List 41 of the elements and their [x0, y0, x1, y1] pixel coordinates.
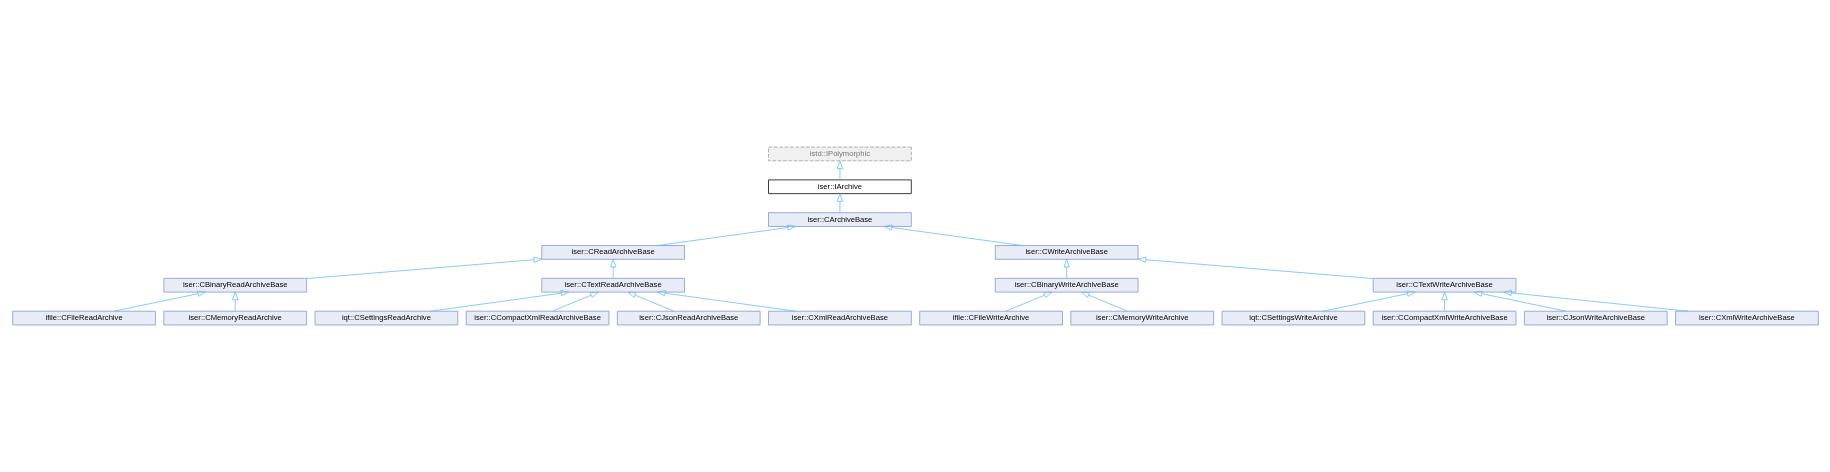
node-box: iser::CJsonReadArchiveBase — [616, 310, 760, 326]
arrow — [1137, 256, 1373, 279]
node-box: istd::IPolymorphic — [767, 146, 912, 162]
node-box: ifile::CFileWriteArchive — [918, 310, 1063, 326]
arrow — [1441, 291, 1448, 312]
node-box: iser::CCompactXmlReadArchiveBase — [465, 310, 609, 326]
node-box: iqt::CSettingsWriteArchive — [1221, 310, 1365, 326]
node-box: iser::CMemoryReadArchive — [162, 310, 307, 326]
node-box: iser::CWriteArchiveBase — [994, 245, 1138, 260]
node-box: ifile::CFileReadArchive — [11, 310, 156, 326]
arrow — [551, 291, 599, 312]
arrow — [429, 290, 569, 312]
arrow — [1502, 289, 1688, 312]
arrow — [1322, 290, 1415, 312]
node-box: iser::CBinaryReadArchiveBase — [162, 278, 307, 293]
arrow — [836, 193, 843, 213]
arrow — [1005, 291, 1052, 312]
node-box: iser::CMemoryWriteArchive — [1070, 310, 1214, 326]
arrow — [1080, 291, 1128, 312]
arrow — [656, 290, 796, 312]
node-box: iser::CJsonWriteArchiveBase — [1523, 310, 1668, 326]
node-box: iqt::CSettingsReadArchive — [314, 310, 458, 326]
arrow — [231, 291, 238, 312]
arrow — [836, 160, 843, 181]
node-box: iser::CTextWriteArchiveBase — [1372, 278, 1516, 293]
arrow — [656, 224, 796, 246]
node-box: iser::IArchive — [767, 179, 912, 194]
arrow — [883, 224, 1023, 246]
node-box: iser::CTextReadArchiveBase — [540, 278, 685, 293]
node-box: iser::CXmlReadArchiveBase — [767, 310, 912, 326]
node-box: iser::CBinaryWriteArchiveBase — [994, 278, 1138, 293]
arrow — [1473, 290, 1567, 312]
node-box: iser::CArchiveBase — [767, 212, 912, 227]
arrow — [627, 291, 674, 312]
arrow — [609, 258, 616, 279]
node-box: iser::CCompactXmlWriteArchiveBase — [1372, 310, 1516, 326]
arrow — [112, 290, 206, 312]
node-box: iser::CReadArchiveBase — [540, 245, 685, 260]
arrow — [305, 256, 542, 279]
arrow — [1063, 258, 1070, 279]
node-box: iser::CXmlWriteArchiveBase — [1674, 310, 1819, 326]
